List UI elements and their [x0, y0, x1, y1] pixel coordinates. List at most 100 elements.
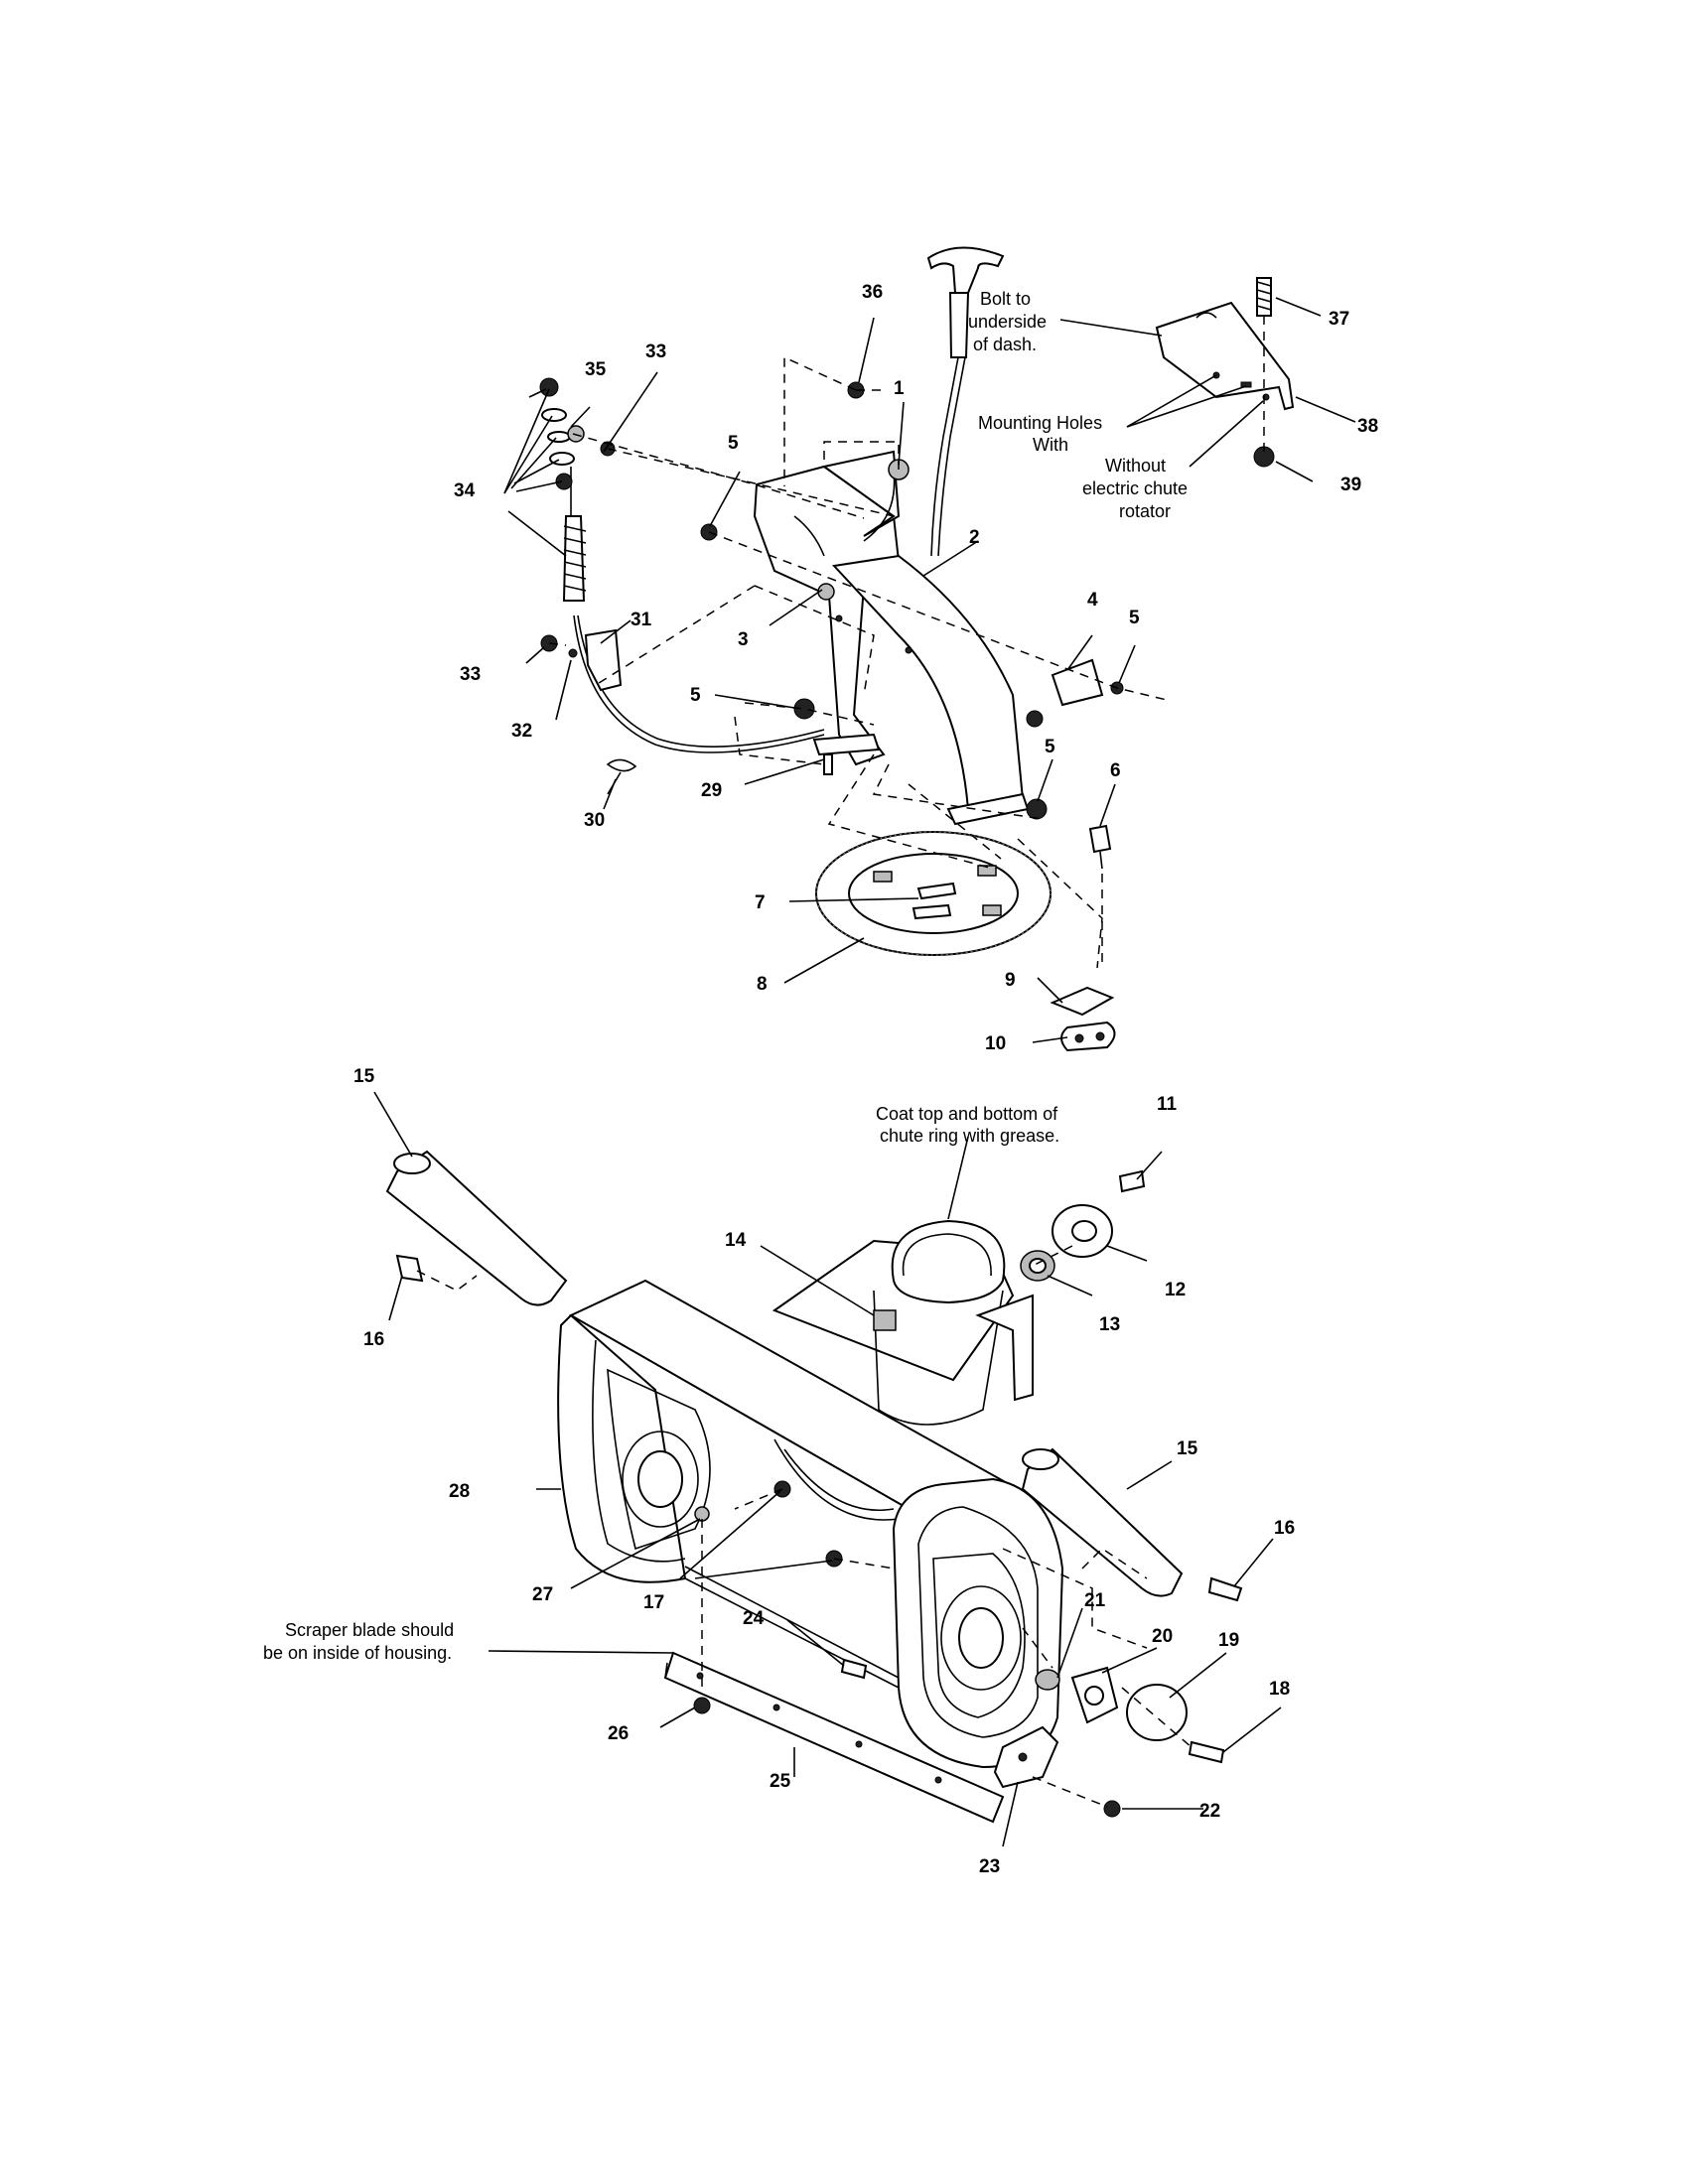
callout-11: 11 [1157, 1094, 1178, 1115]
scraper-blade [663, 1651, 1005, 1824]
crank-handle [926, 246, 1005, 294]
part-14 [873, 1309, 897, 1331]
cable-spring [562, 515, 586, 602]
callout-6: 6 [1110, 760, 1121, 781]
callout-31: 31 [631, 610, 652, 630]
callout-21: 21 [1084, 1590, 1106, 1611]
callout-16-right: 16 [1274, 1518, 1295, 1539]
note-scraper-line2: be on inside of housing. [263, 1643, 452, 1663]
skid-left [385, 1150, 568, 1306]
callout-22: 22 [1199, 1801, 1220, 1822]
note-bolt-line3: of dash. [973, 335, 1037, 354]
cover-19 [1126, 1684, 1188, 1741]
deflector-cable [562, 467, 825, 753]
callout-27: 27 [532, 1584, 553, 1605]
crank-shaft [948, 292, 970, 358]
callout-3: 3 [738, 629, 749, 650]
callout-26: 26 [608, 1723, 629, 1744]
bolt-16-right [1207, 1576, 1243, 1602]
note-bolt-line1: Bolt to [980, 289, 1031, 309]
callout-29: 29 [701, 780, 722, 801]
nut-5-right [1026, 710, 1044, 728]
clamp-9 [1050, 986, 1115, 1017]
callout-15-right: 15 [1177, 1438, 1198, 1459]
callout-numbers: 36 1 2 3 4 5 5 5 5 6 7 8 9 10 31 33 32 2… [353, 282, 1378, 1877]
note-scraper-line1: Scraper blade should [285, 1620, 454, 1640]
callout-9: 9 [1005, 970, 1016, 991]
note-without-line3: rotator [1119, 501, 1171, 521]
callout-34: 34 [454, 480, 476, 501]
callout-14: 14 [725, 1230, 747, 1251]
callout-18: 18 [1269, 1679, 1290, 1700]
bolt-24 [840, 1658, 868, 1680]
screw-32 [568, 648, 578, 658]
chute-flange-left [812, 733, 881, 756]
callout-19: 19 [1218, 1630, 1239, 1651]
callout-17: 17 [643, 1592, 664, 1613]
chute-assembly [753, 450, 1030, 826]
note-coat-line2: chute ring with grease. [880, 1126, 1059, 1146]
callout-32: 32 [511, 721, 532, 742]
chute-clamp [1050, 986, 1116, 1052]
callout-30: 30 [584, 810, 605, 831]
note-mount-line1: Mounting Holes [978, 413, 1102, 433]
nut-5-mid [793, 698, 815, 720]
assembly-lines-upper [548, 316, 1265, 969]
callout-8: 8 [757, 974, 768, 995]
callout-25: 25 [770, 1771, 791, 1792]
note-without-line2: electric chute [1082, 478, 1188, 498]
rotator-4 [1051, 658, 1104, 707]
housing-left-side [557, 1313, 687, 1583]
note-coat-line1: Coat top and bottom of [876, 1104, 1058, 1124]
callout-38: 38 [1357, 416, 1378, 437]
callout-13: 13 [1099, 1314, 1120, 1335]
screw-29 [823, 753, 833, 775]
chute-ring-plate [815, 831, 1052, 956]
callout-36: 36 [862, 282, 883, 303]
bolt-27 [694, 1506, 710, 1522]
bolt-16-left [395, 1254, 424, 1283]
callout-35: 35 [585, 359, 607, 380]
dash-bracket [1155, 301, 1295, 411]
note-without-line1: Without [1105, 456, 1166, 476]
note-mount-line2: With [1033, 435, 1068, 455]
callout-24: 24 [743, 1608, 765, 1629]
callout-4: 4 [1087, 590, 1098, 611]
callout-5-right: 5 [1129, 608, 1140, 628]
skid-right [1021, 1447, 1184, 1597]
callout-1: 1 [894, 378, 905, 399]
note-bolt-line2: underside [968, 312, 1047, 332]
chute-crank [926, 246, 1005, 557]
part-35 [567, 425, 585, 443]
nut-5-lower [1026, 798, 1048, 820]
cable-bracket [584, 628, 623, 692]
callout-5-lower: 5 [1045, 737, 1055, 757]
auger-housing [557, 1219, 1064, 1824]
bolt-18 [1188, 1740, 1225, 1764]
callout-7: 7 [755, 892, 766, 913]
bolt-11 [1118, 1169, 1146, 1193]
callout-39: 39 [1340, 475, 1361, 495]
callout-15-left: 15 [353, 1066, 375, 1087]
annotation-notes: Bolt to underside of dash. Mounting Hole… [263, 289, 1188, 1663]
callout-37: 37 [1329, 309, 1349, 330]
callout-33-left: 33 [460, 664, 481, 685]
chute-deflector-top [821, 450, 901, 537]
callout-10: 10 [985, 1033, 1006, 1054]
nut-22 [1103, 1800, 1121, 1818]
callout-12: 12 [1165, 1280, 1186, 1300]
callout-5-top: 5 [728, 433, 739, 454]
callout-16-left: 16 [363, 1329, 384, 1350]
bolt-6 [1088, 824, 1112, 854]
callout-28: 28 [449, 1481, 470, 1502]
nut-26 [693, 1697, 711, 1714]
assembly-lines-lower [416, 1245, 1193, 1808]
bearing-21 [1035, 1669, 1060, 1691]
chute-deflector [753, 465, 901, 766]
callout-2: 2 [969, 527, 980, 548]
leader-lines [373, 297, 1356, 1847]
callout-5-mid: 5 [690, 685, 701, 706]
callout-23: 23 [979, 1856, 1000, 1877]
callout-33-top: 33 [645, 341, 666, 362]
